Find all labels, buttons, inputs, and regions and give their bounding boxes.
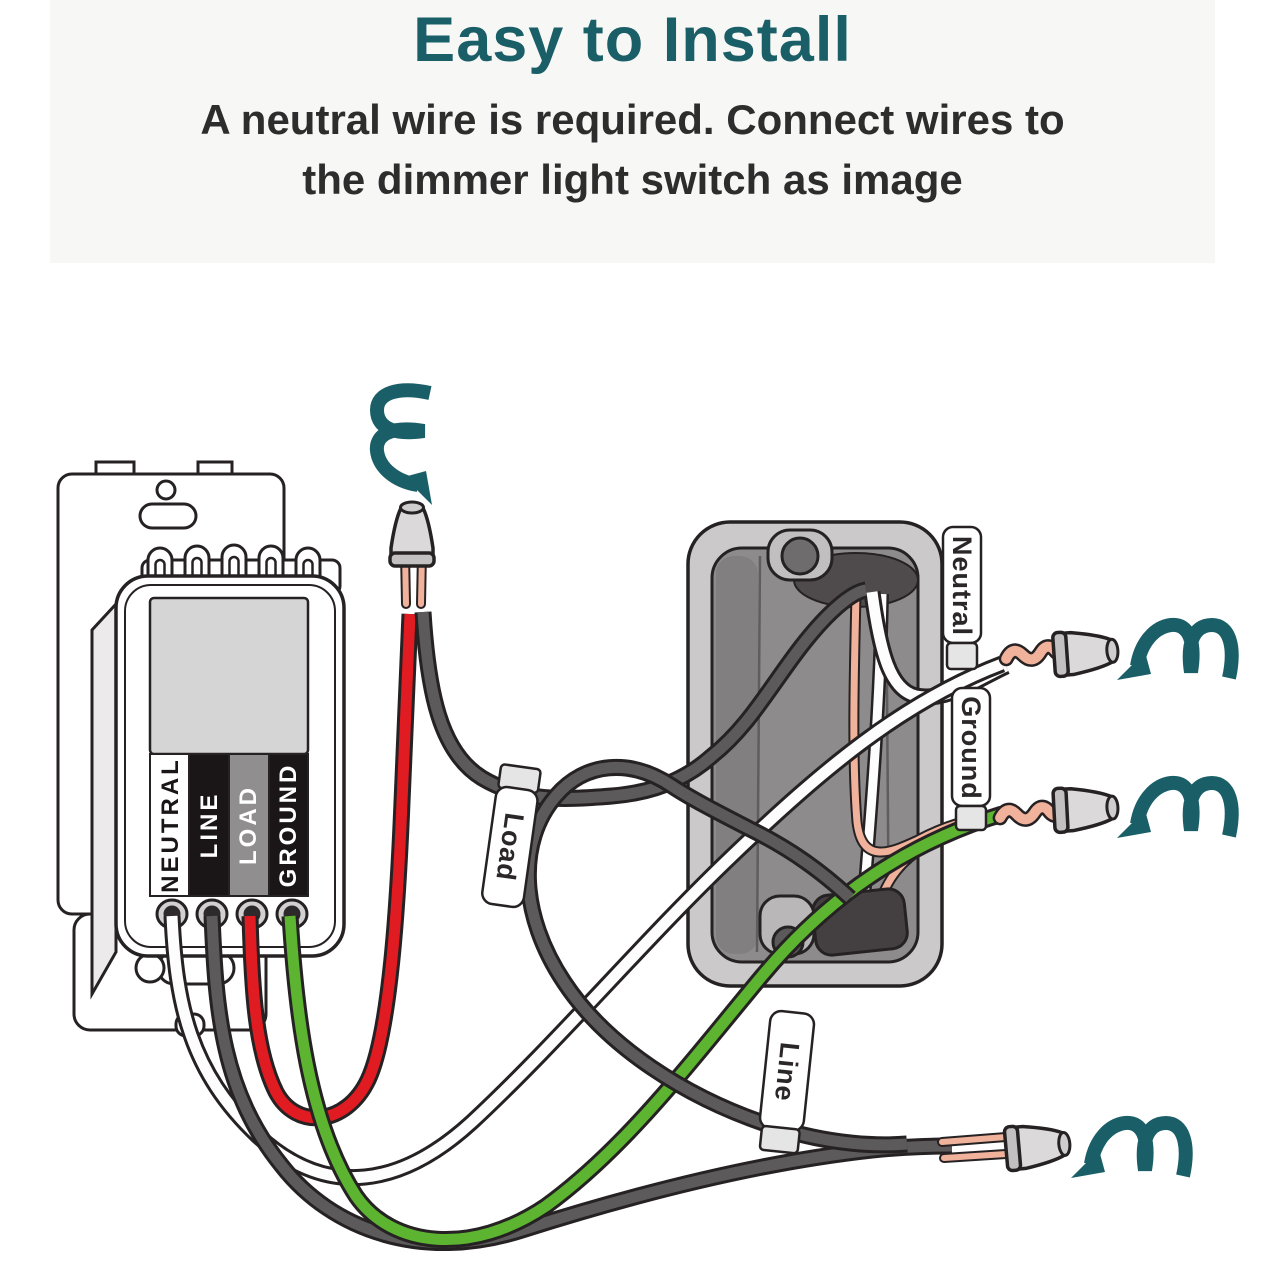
device-body: NEUTRAL LINE LOAD GROUND (90, 543, 346, 1000)
wire-nut-line (1002, 1119, 1074, 1173)
page-title: Easy to Install (413, 5, 852, 75)
ground-copper-twist (1000, 806, 1059, 821)
device-screen (148, 596, 310, 756)
twist-arrow-icon (377, 390, 432, 505)
junction-box (686, 520, 1010, 988)
terminal-label-load: LOAD (235, 785, 262, 865)
tag-load: Load (481, 763, 542, 909)
tag-ground: Ground (950, 686, 992, 832)
wire-nut-neutral (1050, 626, 1122, 679)
tag-line: Line (758, 1009, 816, 1155)
terminal-label-line: LINE (196, 792, 223, 859)
header-banner: Easy to Install A neutral wire is requir… (50, 0, 1215, 263)
wire-nut-load (388, 500, 436, 568)
tag-neutral: Neutral (941, 525, 983, 671)
terminal-panel: NEUTRAL LINE LOAD GROUND (149, 753, 309, 897)
body-side-face (90, 600, 118, 1000)
twist-arrow-icon (1071, 1123, 1186, 1178)
screw-hole (155, 479, 177, 501)
subtitle-line-1: A neutral wire is required. Connect wire… (200, 96, 1065, 143)
twist-arrow-icon (1117, 625, 1232, 680)
dimmer-switch: NEUTRAL LINE LOAD GROUND (56, 460, 346, 1038)
terminal-label-neutral: NEUTRAL (157, 757, 184, 893)
tag-line-label: Line (769, 1041, 805, 1103)
screw-boss-top (780, 536, 820, 576)
subtitle-line-2: the dimmer light switch as image (302, 155, 963, 203)
twist-arrow-icon (1117, 783, 1232, 838)
wire-nut-ground (1051, 783, 1121, 835)
wire-tags: Load Neutral Ground Line (481, 525, 992, 1155)
tag-neutral-label: Neutral (947, 536, 977, 636)
mounting-slot (138, 502, 198, 530)
tag-ground-label: Ground (956, 696, 986, 799)
bracket-hole (134, 952, 166, 984)
terminal-label-ground: GROUND (275, 763, 302, 888)
